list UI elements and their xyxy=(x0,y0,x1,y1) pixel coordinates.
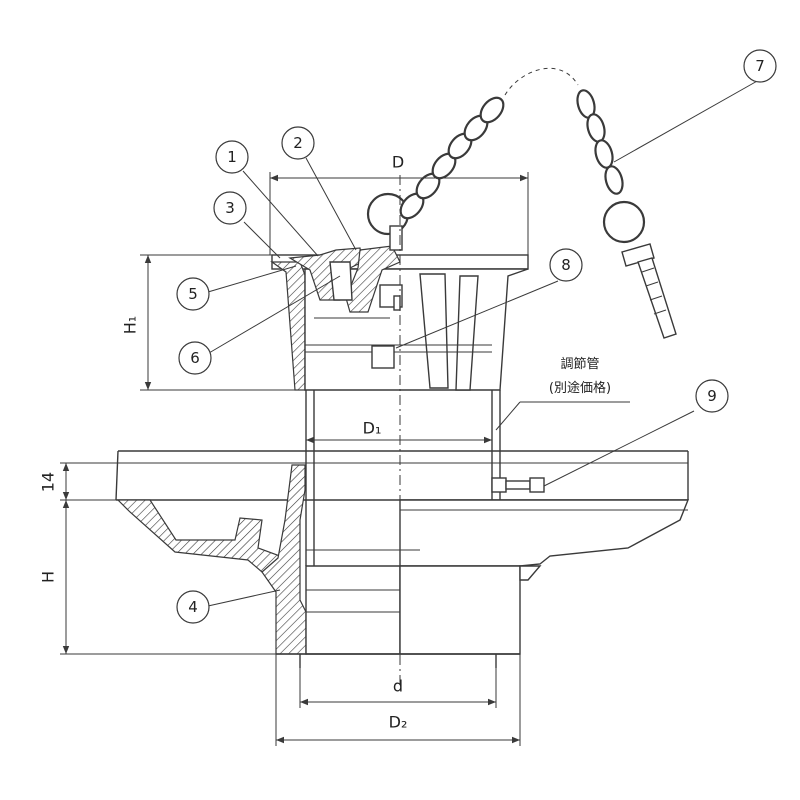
leader-lines xyxy=(207,79,760,607)
callout-2: 2 xyxy=(281,126,315,160)
callout-1-label: 1 xyxy=(227,148,237,166)
side-bolt xyxy=(491,477,545,493)
callout-8-label: 8 xyxy=(561,256,571,274)
dimension-H: H xyxy=(39,500,276,655)
dimension-D2: D₂ xyxy=(275,654,521,746)
dimension-D1: D₁ xyxy=(306,419,492,444)
top-grate xyxy=(270,245,529,391)
callout-7: 7 xyxy=(743,49,777,83)
dimension-D: D xyxy=(269,153,529,255)
dimension-14-label: 14 xyxy=(39,472,58,492)
dimension-H-label: H xyxy=(39,571,58,583)
callout-4: 4 xyxy=(176,590,210,624)
dimension-d-label: d xyxy=(393,677,403,696)
body-flange xyxy=(115,450,690,581)
dimension-D2-label: D₂ xyxy=(389,713,408,732)
callout-4-label: 4 xyxy=(188,598,198,616)
callout-6: 6 xyxy=(178,341,212,375)
callout-6-label: 6 xyxy=(190,349,200,367)
callout-5-label: 5 xyxy=(188,285,198,303)
callout-3-label: 3 xyxy=(225,199,235,217)
note-line2: (別途価格) xyxy=(549,380,611,396)
callout-8: 8 xyxy=(549,248,583,282)
dimension-H1: H₁ xyxy=(121,254,305,391)
callout-3: 3 xyxy=(213,191,247,225)
dimension-14: 14 xyxy=(39,462,118,501)
callout-1: 1 xyxy=(215,140,249,174)
dimension-D1-label: D₁ xyxy=(363,419,382,438)
dimension-D-label: D xyxy=(392,153,404,172)
callout-7-label: 7 xyxy=(755,57,765,75)
note-line1: 調節管 xyxy=(560,357,599,372)
callout-2-label: 2 xyxy=(293,134,303,152)
callout-9: 9 xyxy=(695,379,729,413)
callout-5: 5 xyxy=(176,277,210,311)
body-barrel xyxy=(261,464,542,668)
dimension-H1-label: H₁ xyxy=(121,316,140,334)
dimension-d: d xyxy=(299,668,497,708)
callout-9-label: 9 xyxy=(707,387,717,405)
chain-and-pin xyxy=(366,67,677,339)
adjustment-pipe-note: 調節管 (別途価格) xyxy=(495,357,630,431)
